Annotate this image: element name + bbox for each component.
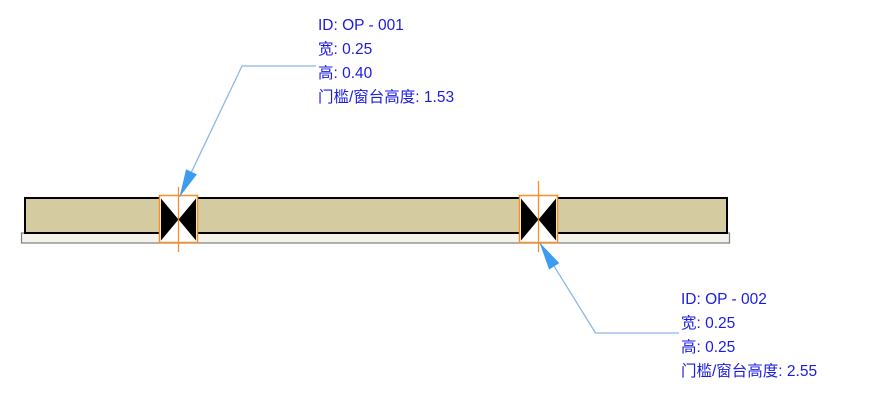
opening-2-sill-label: 门槛/窗台高度: 2.55 xyxy=(681,363,818,380)
opening-2-height-label: 高: 0.25 xyxy=(681,339,736,356)
opening-2-bowtie-left-triangle xyxy=(521,198,539,241)
leader-2-line xyxy=(538,242,679,334)
opening-symbol-2[interactable] xyxy=(518,181,559,252)
leader-2-arrowhead-icon xyxy=(539,242,560,270)
opening-1-annotation[interactable]: ID: OP - 001 宽: 0.25 高: 0.40 门槛/窗台高度: 1.… xyxy=(318,14,454,110)
opening-1-bowtie-left-triangle xyxy=(161,198,179,241)
opening-1-height-label: 高: 0.40 xyxy=(318,65,373,82)
opening-2-id-label: ID: OP - 002 xyxy=(681,291,767,308)
opening-1-bowtie-right-triangle xyxy=(178,198,196,241)
leader-1[interactable] xyxy=(178,65,317,198)
opening-1-sill-label: 门槛/窗台高度: 1.53 xyxy=(318,89,455,106)
opening-1-id-label: ID: OP - 001 xyxy=(318,17,404,34)
wall-finish-layer[interactable] xyxy=(20,232,731,244)
opening-2-bowtie-right-triangle xyxy=(538,198,556,241)
opening-1-width-label: 宽: 0.25 xyxy=(318,41,373,58)
leader-1-line xyxy=(178,65,316,198)
opening-2-annotation[interactable]: ID: OP - 002 宽: 0.25 高: 0.25 门槛/窗台高度: 2.… xyxy=(681,288,817,384)
leader-1-arrowhead-icon xyxy=(179,169,197,197)
wall-core[interactable] xyxy=(24,197,728,234)
opening-symbol-1[interactable] xyxy=(158,187,199,252)
leader-2[interactable] xyxy=(538,242,680,334)
opening-2-width-label: 宽: 0.25 xyxy=(681,315,736,332)
